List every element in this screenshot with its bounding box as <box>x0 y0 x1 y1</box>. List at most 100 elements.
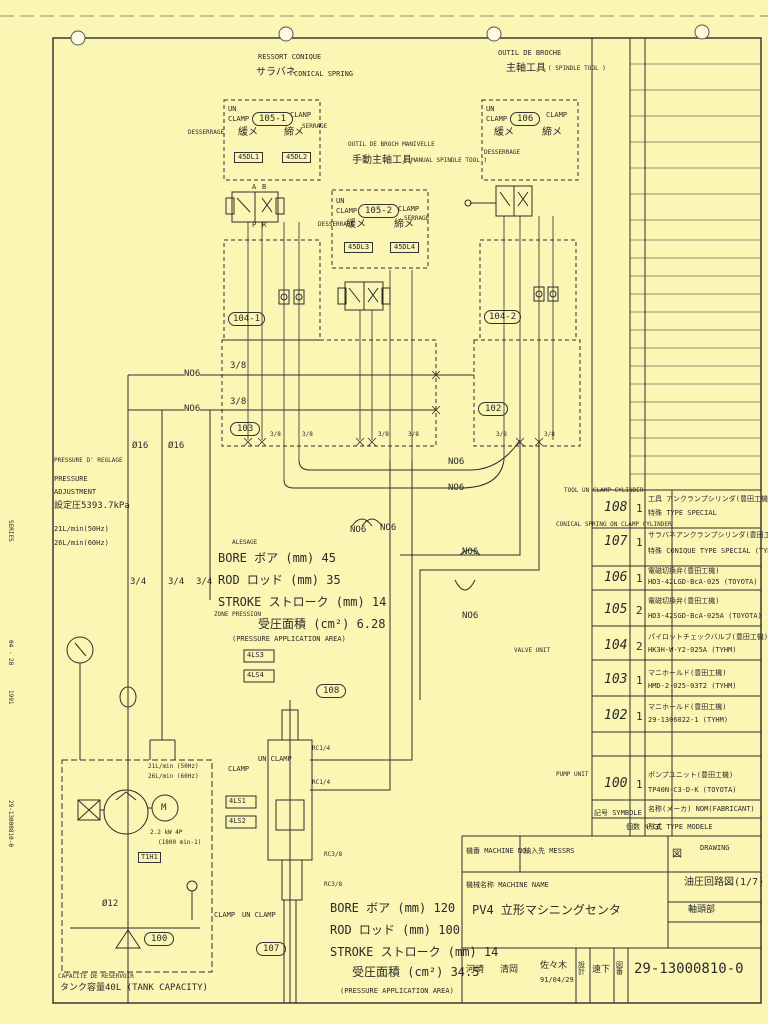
part-107-qty: 1 <box>636 536 643 549</box>
cyl-bottom-area-en: (PRESSURE APPLICATION AREA) <box>340 987 454 995</box>
manual-spindle-jp: 手動主軸工具 <box>352 155 412 166</box>
pipe-d16-a: Ø16 <box>132 441 149 451</box>
part-106-name: 電磁切換弁(豊田工機) <box>648 567 720 575</box>
cyl-top-stroke: STROKE ストローク (mm) 14 <box>218 595 387 609</box>
part-100-type: TP40N-C3-D-K (TOYOTA) <box>648 786 737 794</box>
cyl-top-head: ALESAGE <box>232 539 258 546</box>
tank-capacity: タンク容量40L (TANK CAPACITY) <box>60 983 208 993</box>
name-3: 佐々木 <box>540 961 568 971</box>
side-mark-drawing-no: 29-13000810-0 <box>7 800 14 847</box>
c105-1-clamp-right: CLANP <box>290 111 312 119</box>
cyl-bottom-bore: BORE ボア (mm) 120 <box>330 901 456 915</box>
part-103-type: HMD-2-025-03T2 (TYHM) <box>648 682 737 690</box>
part-100-qty: 1 <box>636 778 643 791</box>
pressure-fr: PRESSURE D' REGLAGE <box>54 457 123 464</box>
pressure-setting: 設定圧5393.7kPa <box>54 501 130 511</box>
pipe-d16-b: Ø16 <box>168 441 185 451</box>
pump-flow-50: 21L/min (50Hz) <box>148 763 199 770</box>
part-104-name: パイロットチェックバルブ(豊田工機) <box>648 633 768 641</box>
c105-2-clamp-left: CLAMP <box>336 207 358 215</box>
rc38-b: RC3/8 <box>324 881 343 888</box>
c108-tag: 108 <box>316 684 347 698</box>
port-b-label: B <box>262 183 267 191</box>
rc14-b: RC1/4 <box>312 779 331 786</box>
part-106-qty: 1 <box>636 572 643 585</box>
pump-flow-60: 26L/min (60Hz) <box>148 773 199 780</box>
motor-label: M <box>161 803 167 813</box>
part-105-no: 105 <box>604 602 628 617</box>
pump-unit-label: PUMP UNIT <box>556 771 589 778</box>
limit-switch-4ls4: 4LS4 <box>247 671 264 679</box>
hose-n06-8: NO6 <box>462 611 479 621</box>
pressure-label-1: PRESSURE <box>54 475 88 483</box>
part-105-name: 電磁切換弁(豊田工機) <box>648 597 720 605</box>
c105-1-serrage: SERRAGE <box>302 123 328 130</box>
c103-tag: 103 <box>230 422 261 436</box>
c107-tag: 107 <box>256 942 287 956</box>
valve-unit-label: VALVE UNIT <box>514 647 551 654</box>
c105-2-clamp-jp: 締メ <box>394 219 414 230</box>
conical-spring-en: CONICAL SPRING <box>294 70 354 78</box>
drawing-no-label: 図番 <box>616 961 623 976</box>
part-104-qty: 2 <box>636 640 643 653</box>
part-103-name: マニホールド(豊田工機) <box>648 669 727 677</box>
cyl-bottom-area: 受圧面積 (cm²) 34.5 <box>352 965 480 979</box>
part-108-name: 工具 アンクランプシリンダ(豊田工機) <box>648 495 768 503</box>
drawing-title: 油圧回路図(1/7) <box>684 877 765 888</box>
part-100-no: 100 <box>604 776 628 791</box>
c106-unclamp-jp: 緩メ <box>494 127 514 138</box>
date: 91/04/29 <box>540 976 574 984</box>
limit-switch-4ls2: 4LS2 <box>229 817 246 825</box>
c105-2-clamp-right: CLAMP <box>398 205 420 213</box>
part-105-type: HD3-42SGD-BcA-025A (TOYOTA) <box>648 612 762 620</box>
part-102-type: 29-1306022-1 (TYHM) <box>648 716 729 724</box>
port-r-label: R <box>262 221 267 229</box>
part-104-no: 104 <box>604 638 628 653</box>
rc14-a: RC1/4 <box>312 745 331 752</box>
c105-1-desserrage: DESSERRAGE <box>188 129 225 136</box>
clamp-label-top: CLAMP <box>228 765 250 773</box>
hose-n06-1: NO6 <box>184 369 201 379</box>
parts-header-no: 記号 SYMBOLE <box>594 809 642 817</box>
drawing-label: 図 <box>672 849 682 860</box>
cyl-top-rod: ROD ロッド (mm) 35 <box>218 573 341 587</box>
manual-spindle-en: ( MANUAL SPINDLE TOOL ) <box>404 157 488 164</box>
c104-1-tag: 104-1 <box>228 312 266 326</box>
pump-rpm: (1800 min-1) <box>158 839 202 846</box>
conical-spring-fr: RESSORT CONIQUE <box>258 53 322 61</box>
hose-n06-6: NO6 <box>380 523 397 533</box>
part-107-no: 107 <box>604 534 628 549</box>
port-3-8-b: 3/8 <box>230 397 247 407</box>
port-3-8-e: 3/8 <box>378 431 389 438</box>
c105-2-tag: 105-2 <box>358 204 400 218</box>
side-mark-year: 1991 <box>7 690 14 705</box>
part-107-type: 特殊 CONIQUE TYPE SPECIAL (TYHM) <box>648 547 768 555</box>
name-2: 清岡 <box>500 965 519 975</box>
conical-spring-cyl: CONICAL SPRING ON CLAMP CYLINDER <box>556 521 672 528</box>
part-103-qty: 1 <box>636 674 643 687</box>
port-p-label: P <box>252 221 257 229</box>
hose-n06-4: NO6 <box>448 483 465 493</box>
parts-header-type: 形式 TYPE MODELE <box>648 823 713 831</box>
tool-unclamp-cyl: TOOL UN CLAMP CYLINDER <box>564 487 644 494</box>
port-3-8-f: 3/8 <box>408 431 419 438</box>
part-103-no: 103 <box>604 672 628 687</box>
c100-tag: 100 <box>144 932 175 946</box>
part-107-name: サラバネアンクランプシリンダ(豊田工機) <box>648 531 768 539</box>
c106-clamp-jp: 締メ <box>542 127 562 138</box>
c105-2-desserrage: DESSERRAGE <box>318 221 355 228</box>
flow-50hz: 21L/min(50Hz) <box>54 525 109 533</box>
part-108-type: 特殊 TYPE SPECIAL <box>648 509 717 517</box>
pressure-label-2: ADJUSTMENT <box>54 488 97 496</box>
part-102-no: 102 <box>604 708 628 723</box>
part-106-no: 106 <box>604 570 628 585</box>
hose-n06-7: NO6 <box>462 547 479 557</box>
manual-spindle-fr: OUTIL DE BROCH MANIVELLE <box>348 141 435 148</box>
unclamp-label-bottom: UN CLAMP <box>242 911 276 919</box>
port-3-8-d: 3/8 <box>302 431 313 438</box>
c102-tag: 102 <box>478 402 509 416</box>
part-106-type: HD3-42LGD-BcA-025 (TOYOTA) <box>648 578 758 586</box>
hose-n06-5: NO6 <box>350 525 367 535</box>
spindle-tool-en: ( SPINDLE TOOL ) <box>548 65 606 72</box>
